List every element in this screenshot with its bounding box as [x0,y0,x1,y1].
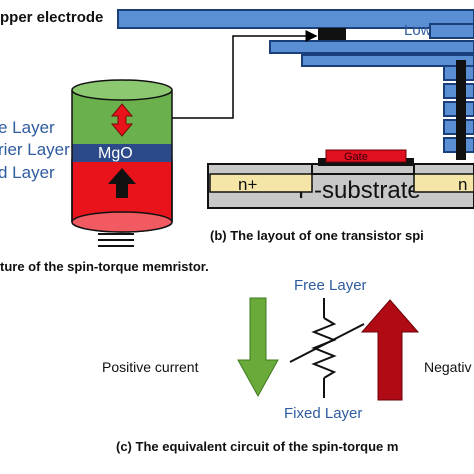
positive-current-label: Positive current [102,359,199,375]
upper-electrode-label: pper electrode [0,9,103,26]
fixed-layer-label: d Layer [0,163,55,182]
circuit-free-layer-label: Free Layer [294,277,367,294]
fixed-layer-up-arrow [108,168,136,198]
variable-resistor [289,298,365,398]
lower-electrode-bar [269,40,474,54]
negative-current-label: Negativ [424,359,471,375]
caption-a: ture of the spin-torque memristor. [0,259,209,274]
free-layer-double-arrow [110,103,134,137]
channel-step [311,164,415,175]
n-plus-left-label: n+ [238,175,257,194]
gate [325,149,407,163]
lower-upper-strip [429,23,474,39]
negative-current-arrow [360,299,420,401]
n-plus-right-label: n [458,175,467,194]
upper-electrode-bar [117,9,474,29]
gate-label: Gate [344,151,368,163]
circuit-fixed-layer-label: Fixed Layer [284,405,362,422]
caption-c: (c) The equivalent circuit of the spin-t… [116,439,398,454]
n-plus-left [209,173,313,193]
top-contact-block [318,28,346,42]
ground-symbol [98,233,134,247]
caption-b: (b) The layout of one transistor spi [210,228,424,243]
positive-current-arrow [237,297,279,398]
p-substrate-label: P-substrate [298,177,421,204]
mgo-label: MgO [98,145,133,162]
n-plus-right [413,173,474,193]
connector-arrow [172,30,318,119]
via-stack [443,60,474,160]
barrier-layer-label: rier Layer [0,140,70,159]
mid-electrode-bar [301,54,474,67]
free-layer-label: e Layer [0,118,55,137]
